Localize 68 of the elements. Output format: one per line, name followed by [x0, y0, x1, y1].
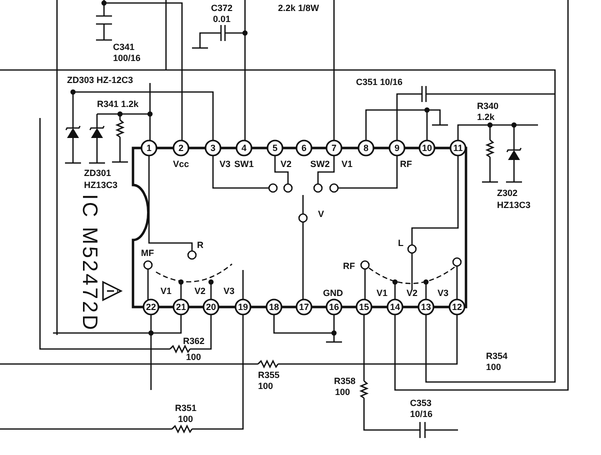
component-label: R341 1.2k [97, 99, 139, 109]
component-label: HZ13C3 [497, 200, 531, 210]
component-label: 10/16 [410, 409, 433, 419]
component-label: C372 [211, 3, 233, 13]
component-label: 1.2k [477, 112, 495, 122]
chip-label: IC M52472D [78, 194, 100, 332]
pin-number: 5 [272, 143, 278, 153]
component-label: Vcc [173, 159, 189, 169]
pin-number: 22 [146, 302, 156, 312]
pin-number: 11 [453, 143, 463, 153]
component-label: V3 [224, 286, 234, 296]
component-label: V2 [194, 286, 206, 296]
component-label: 100 [186, 352, 202, 362]
component-label: V3 [220, 159, 230, 169]
component-label: 100 [178, 414, 194, 424]
component-label: C353 [410, 398, 432, 408]
component-label: RF [343, 261, 355, 271]
pin-number: 8 [364, 143, 368, 153]
component-label: R358 [334, 376, 356, 386]
component-label: V2 [406, 288, 418, 298]
pin-number: 12 [452, 302, 462, 312]
component-label: V1 [342, 159, 352, 169]
component-label: V [318, 209, 324, 219]
pin-number: 19 [238, 302, 248, 312]
component-label: V2 [280, 159, 292, 169]
component-label: ZD303 HZ-12C3 [67, 75, 134, 85]
component-label: R354 [486, 351, 508, 361]
pin-number: 21 [176, 302, 186, 312]
component-label: R [197, 240, 204, 250]
component-label: MF [141, 248, 154, 258]
pin-number: 9 [394, 143, 400, 153]
component-label: R355 [258, 370, 280, 380]
component-label: C351 10/16 [356, 77, 403, 87]
component-label: SW1 [234, 159, 254, 169]
component-label: 2.2k 1/8W [278, 3, 320, 13]
component-label: R340 [477, 101, 499, 111]
component-label: ZD301 [84, 168, 112, 178]
component-label: RF [400, 159, 412, 169]
component-label: 100 [258, 381, 274, 391]
pin-number: 2 [178, 143, 184, 153]
component-label: 100 [335, 387, 350, 397]
pin-number: 7 [332, 143, 336, 153]
component-label: 0.01 [213, 14, 231, 24]
pin-number: 4 [242, 143, 246, 153]
pin-number: 16 [329, 302, 339, 312]
component-label: GND [323, 288, 343, 298]
component-label: V3 [438, 288, 448, 298]
pin-number: 20 [206, 302, 216, 312]
pin-number: 17 [299, 302, 309, 312]
component-label: Z302 [497, 188, 518, 198]
pin-number: 15 [359, 302, 369, 312]
component-label: V1 [376, 288, 388, 298]
component-label: L [398, 238, 404, 248]
component-label: C341 [113, 42, 135, 52]
component-label: V1 [160, 286, 172, 296]
pin-number: 6 [302, 143, 306, 153]
component-label: 100/16 [113, 53, 141, 63]
component-label: HZ13C3 [84, 180, 118, 190]
pin-number: 14 [390, 302, 400, 312]
pin-number: 1 [146, 143, 152, 153]
component-label: 100 [486, 362, 502, 372]
pin-number: 10 [422, 143, 432, 153]
pin-number: 3 [210, 143, 216, 153]
pin-number: 13 [421, 302, 431, 312]
pin-number: 18 [269, 302, 279, 312]
component-label: R362 [183, 336, 205, 346]
component-label: R351 [175, 403, 197, 413]
component-label: SW2 [310, 159, 330, 169]
